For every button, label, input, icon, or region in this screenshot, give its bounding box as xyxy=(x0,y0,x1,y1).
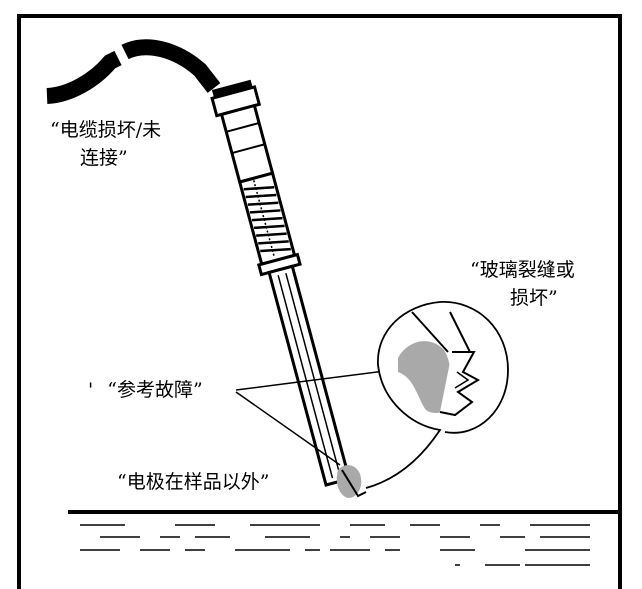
cable-segment-left xyxy=(46,50,122,104)
cable-fault-label: “电缆损坏/未 连接” xyxy=(50,116,161,172)
reference-fault-label: ' “参考故障” xyxy=(88,376,203,404)
cable-segment-right xyxy=(121,39,221,93)
magnified-crack xyxy=(439,351,481,417)
cable-fault-label-line1: “电缆损坏/未 xyxy=(50,119,162,141)
tip-outline xyxy=(341,469,367,498)
magnified-probe xyxy=(411,311,471,353)
magnified-grey-area xyxy=(398,341,452,413)
diagram-frame xyxy=(17,14,622,589)
reference-fault-tick: ' xyxy=(88,379,94,401)
electrode-probe xyxy=(210,79,352,487)
glass-fault-label-line1: “玻璃裂缝或 xyxy=(470,259,575,281)
electrode-outside-label: “电极在样品以外” xyxy=(117,468,269,496)
electrode-outside-text: “电极在样品以外” xyxy=(117,471,270,493)
glass-fault-label: “玻璃裂缝或 损坏” xyxy=(470,256,575,312)
cable-fault-label-line2: 连接” xyxy=(80,147,128,169)
glass-fault-label-line2: 损坏” xyxy=(510,287,558,309)
reference-fault-text: “参考故障” xyxy=(107,379,203,401)
sample-liquid xyxy=(68,510,622,566)
grip-texture xyxy=(237,171,297,266)
